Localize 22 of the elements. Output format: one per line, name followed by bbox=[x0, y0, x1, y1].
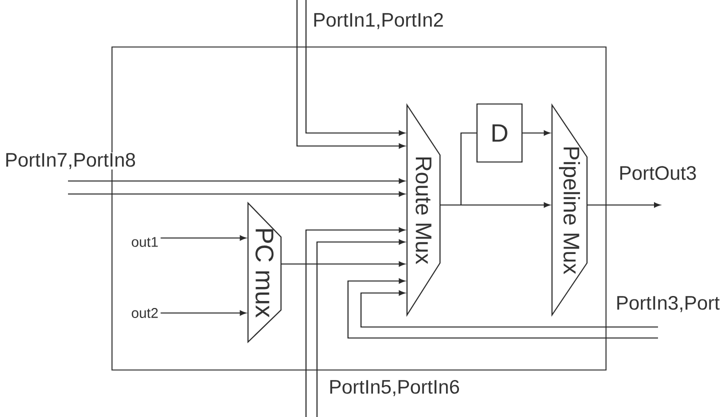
arrow bbox=[160, 310, 246, 316]
arrow bbox=[305, 227, 406, 417]
port-label: PortIn1,PortIn2 bbox=[312, 12, 444, 30]
register-box: D bbox=[476, 103, 523, 163]
arrow bbox=[68, 191, 406, 197]
port-label: PortIn5,PortIn6 bbox=[328, 379, 460, 397]
port-label: PortIn7,PortIn8 bbox=[4, 152, 136, 170]
port-label: PortOut3 bbox=[618, 166, 698, 180]
arrow bbox=[587, 202, 660, 208]
arrow bbox=[296, 0, 406, 149]
port-label: PortIn3,Port bbox=[615, 295, 720, 313]
arrow bbox=[281, 261, 406, 267]
arrow bbox=[347, 278, 658, 339]
arrow bbox=[522, 130, 550, 136]
arrow bbox=[305, 0, 406, 136]
signal-label: out2 bbox=[132, 308, 158, 318]
arrow bbox=[440, 202, 550, 208]
signal-label: out1 bbox=[132, 237, 158, 247]
arrow bbox=[316, 239, 406, 417]
arrow bbox=[360, 290, 658, 328]
arrow bbox=[160, 235, 246, 241]
arrow bbox=[68, 178, 406, 184]
